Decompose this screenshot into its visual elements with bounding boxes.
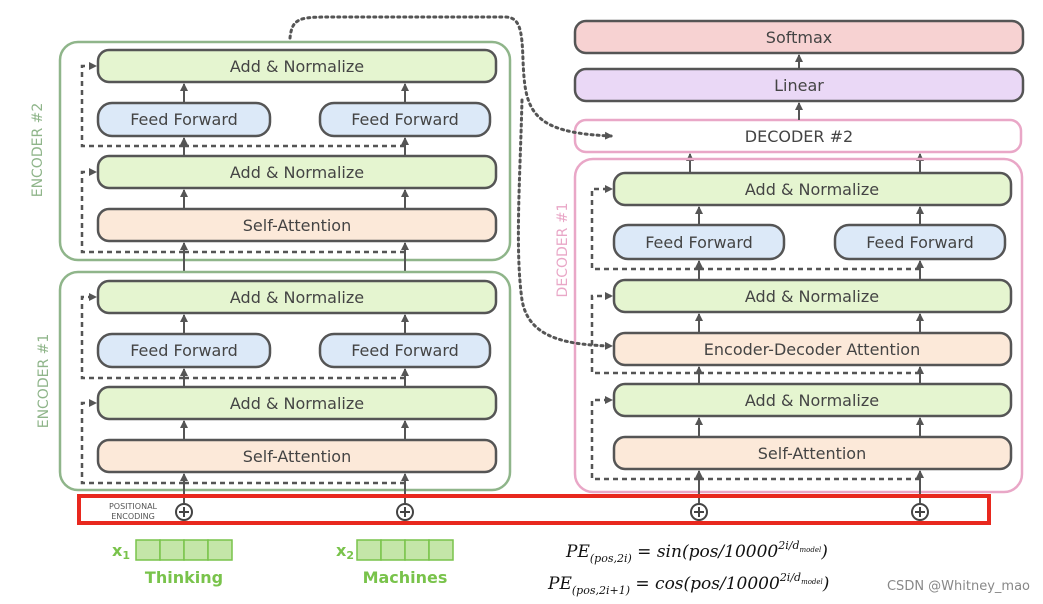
encoder2-residuals [80,62,405,254]
encoder2-self-attention-label: Self-Attention [243,216,351,235]
encoder2-add-norm-bottom [96,154,498,190]
encoder2-arrows [180,83,409,272]
decoder1-add-norm-top [612,171,1013,207]
input-x2-vector [356,539,454,561]
decoder2-label: DECODER #2 [745,127,853,146]
encoder-decoder-links [288,15,614,350]
input-x1-vector [135,539,233,561]
softmax-block [573,19,1025,55]
encoder1-add-norm-top-label: Add & Normalize [230,288,364,307]
decoder1-residuals [590,185,920,481]
input-x1-symbol: x1 [112,541,130,562]
linear-label: Linear [774,76,824,95]
encoder2-self-attention [96,207,498,243]
decoder1-encoder-decoder-attention [612,331,1013,367]
decoder1-add-norm-mid [612,278,1013,314]
encoder2-add-norm-top-label: Add & Normalize [230,57,364,76]
decoder1-add-norm-bottom-label: Add & Normalize [745,391,879,410]
decoder-top-arrows [686,54,924,172]
positional-encoding-highlight [77,494,991,525]
watermark: CSDN @Whitney_mao [887,579,1030,594]
softmax-label: Softmax [766,28,832,47]
encoder2-add-norm-top [96,48,498,84]
positional-encoding-label-line2: ENCODING [111,512,155,521]
encoder1-residuals [80,293,405,485]
decoder1-feed-forward-right-label: Feed Forward [866,233,974,252]
decoder1-add-norm-top-label: Add & Normalize [745,180,879,199]
encoder1-add-norm-top [96,279,498,315]
input-x2: x2 Machines [336,539,454,587]
decoder1-add-norm-bottom [612,382,1013,418]
encoder1-label: ENCODER #1 [36,334,52,429]
encoder2-feed-forward-right-label: Feed Forward [351,110,459,129]
decoder1-feed-forward-left-label: Feed Forward [645,233,753,252]
input-word-thinking: Thinking [145,568,223,587]
encoder2-frame [58,40,512,262]
encoder1-add-norm-bottom [96,385,498,421]
encoder2-label: ENCODER #2 [30,103,46,198]
decoder1-encoder-decoder-attention-label: Encoder-Decoder Attention [704,340,920,359]
formula-sin-rendered: PE(pos,2i) = sin(pos/100002i/dmodel) [565,539,828,565]
decoder1-self-attention [612,435,1013,471]
plus-signs [179,507,925,517]
positional-encoding-label-line1: POSITIONAL [109,502,158,511]
encoder1-feed-forward-right-label: Feed Forward [351,341,459,360]
decoder1-self-attention-label: Self-Attention [758,444,866,463]
encoder1-self-attention [96,438,498,474]
decoder1-add-norm-mid-label: Add & Normalize [745,287,879,306]
input-x2-symbol: x2 [336,541,354,562]
input-word-machines: Machines [363,568,448,587]
encoder1-feed-forward-left-label: Feed Forward [130,341,238,360]
encoder2-feed-forward-left-label: Feed Forward [130,110,238,129]
formula-cos-rendered: PE(pos,2i+1) = cos(pos/100002i/dmodel) [547,571,829,597]
encoder1-frame [58,270,512,492]
decoder1-label: DECODER #1 [555,203,571,298]
positional-encoding-formulas: PE(pos,2i) = sin(pos/100002i/dmodel) PE(… [547,539,829,597]
decoder1-frame [573,157,1024,494]
plus-circle-icons [175,503,929,521]
input-x1: x1 Thinking [112,539,233,587]
encoder2-add-norm-bottom-label: Add & Normalize [230,163,364,182]
encoder1-self-attention-label: Self-Attention [243,447,351,466]
encoder1-add-norm-bottom-label: Add & Normalize [230,394,364,413]
